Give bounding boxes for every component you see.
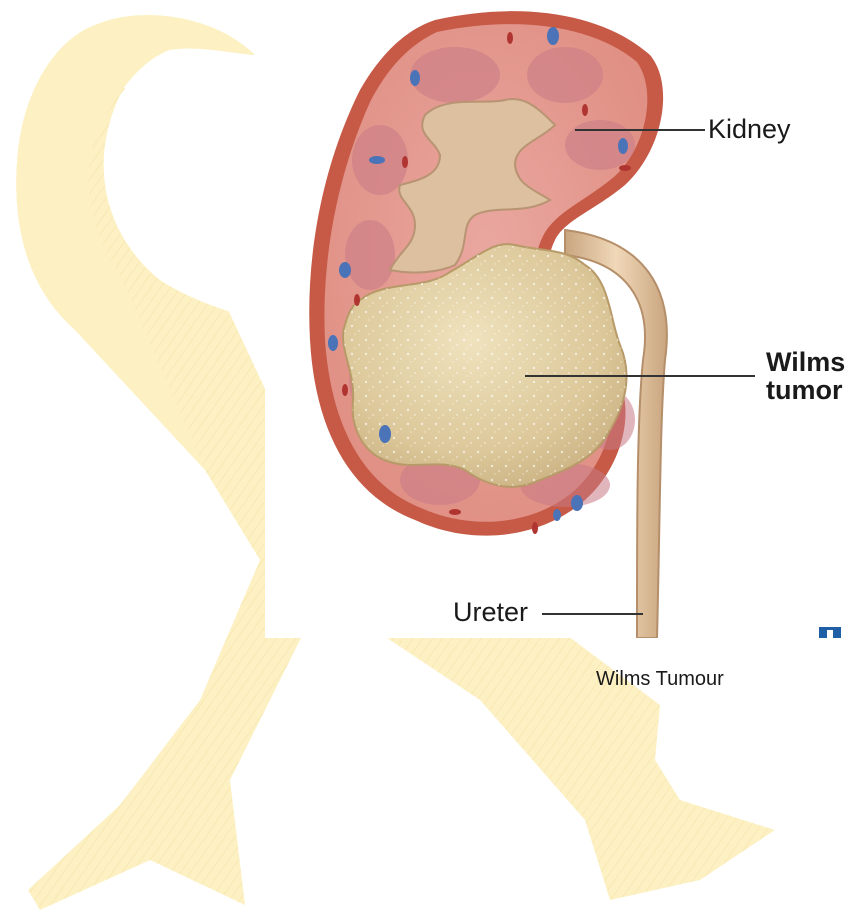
kidney-tumor-illustration: [265, 0, 859, 638]
wilms-tumor-label-line1: Wilms: [766, 348, 845, 376]
ureter-label: Ureter: [453, 597, 528, 628]
kidney-label: Kidney: [708, 114, 791, 145]
wilms-tumor-label: Wilms tumor: [766, 348, 845, 404]
kidney-illustration-panel: Kidney Wilms tumor Ureter: [265, 0, 859, 638]
wilms-tumor-label-line2: tumor: [766, 376, 845, 404]
brand-logo-icon: [819, 627, 841, 638]
figure-caption: Wilms Tumour: [596, 668, 724, 691]
